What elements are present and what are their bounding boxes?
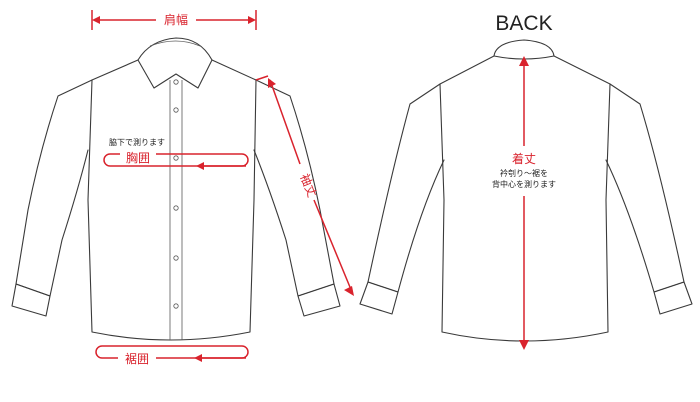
arrowhead (519, 340, 529, 350)
front-body-outline (87, 59, 257, 341)
front-right-sleeve (253, 79, 335, 297)
back-body-outline (439, 55, 611, 342)
body-length-label: 着丈 (512, 151, 536, 166)
front-collar (137, 37, 213, 89)
arrowhead (268, 78, 276, 88)
arrowhead (248, 16, 256, 24)
back-title: BACK (495, 12, 552, 35)
button (173, 107, 179, 113)
back-left-sleeve (367, 83, 445, 293)
body-length-measure: 着丈 衿刳り〜裾を 背中心を測ります (492, 56, 556, 350)
front-placket (169, 80, 183, 340)
back-right-sleeve (605, 83, 685, 293)
sleeve-length-measure: 袖丈 (255, 75, 354, 296)
front-right-cuff (297, 283, 341, 317)
chest-loop (103, 153, 249, 167)
back-right-cuff (653, 281, 693, 315)
front-left-cuff (11, 283, 51, 317)
back-left-cuff (359, 281, 399, 315)
hem-width-label: 裾囲 (125, 351, 149, 366)
arrowhead (92, 16, 100, 24)
button (173, 155, 179, 161)
chest-width-label: 胸囲 (126, 150, 150, 165)
chest-measure: 脇下で測ります 胸囲 (103, 137, 249, 170)
front-shirt (11, 37, 341, 341)
front-left-sleeve (15, 79, 93, 297)
arrowhead (519, 56, 529, 66)
shoulder-width-label: 肩幅 (164, 12, 188, 27)
body-length-note-1: 衿刳り〜裾を (500, 168, 548, 178)
button (173, 79, 179, 85)
body-length-note-2: 背中心を測ります (492, 179, 556, 189)
hem-loop (95, 345, 249, 359)
chest-note: 脇下で測ります (109, 137, 165, 147)
shoulder-width-measure: 肩幅 (91, 10, 257, 30)
button (173, 255, 179, 261)
arrowhead (196, 162, 204, 170)
button (173, 205, 179, 211)
arrowhead (194, 354, 202, 362)
button (173, 303, 179, 309)
hem-width-measure: 裾囲 (95, 345, 249, 366)
arrowhead (344, 286, 354, 296)
